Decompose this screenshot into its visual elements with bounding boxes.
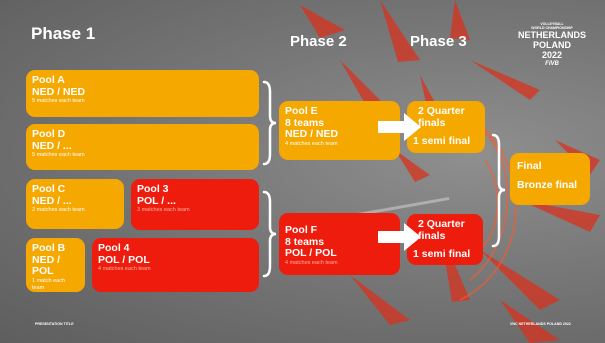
lower-quarter-line2: finals [418,229,446,242]
pool-d-teams: NED / ... [32,139,72,152]
logo-country1: NETHERLANDS [517,30,586,40]
pool-e-size: 8 teams [285,116,325,129]
pool-b-teams-line1: NED / [32,253,61,266]
brace-phase3-final [491,133,506,248]
pool-e-matches: 4 matches each team [285,140,338,147]
logo-event-line1: VOLLEYBALL [540,22,564,26]
pool-f-teams: POL / POL [285,247,337,259]
championship-logo: VOLLEYBALL WORLD CHAMPIONSHIP NETHERLAND… [512,22,592,69]
pool-3-title: Pool 3 [137,183,169,195]
phase1-heading: Phase 1 [31,24,96,43]
pool-c-title: Pool C [32,183,66,195]
upper-quarter-line2: finals [418,116,446,129]
bronze-final-label: Bronze final [517,178,578,191]
pool-a-matches: 5 matches each team [32,98,85,104]
brace-pool-c-b [262,190,277,278]
logo-country2: POLAND [533,40,571,50]
quarter-finals-lower-card: 2 Quarter finals 1 semi final [407,214,483,265]
pool-f-size: 8 teams [285,235,325,248]
pool-c-card: Pool C NED / ... 2 matches each team [26,179,124,229]
pool-a-card: Pool A NED / NED 5 matches each team [26,70,259,117]
pool-d-card: Pool D NED / ... 5 matches each team [26,124,259,170]
logo-event-line2: WORLD CHAMPIONSHIP [531,26,573,30]
pool-d-matches: 5 matches each team [32,152,85,158]
brace-pool-a-d [262,80,277,166]
phase3-heading: Phase 3 [410,33,467,50]
pool-b-title: Pool B [32,242,66,254]
phase2-heading: Phase 2 [290,33,347,50]
pool-b-matches-line2: team [32,284,45,291]
pool-e-title: Pool E [285,105,318,117]
pool-a-title: Pool A [32,74,65,86]
arrow-right-icon [378,113,421,141]
pool-b-matches-line1: 1 match each [32,277,66,284]
pool-e-teams: NED / NED [285,128,339,140]
logo-year: 2022 [541,50,563,60]
finals-card: Final Bronze final [510,153,590,205]
pool-3-matches: 3 matches each team [137,207,190,213]
lower-semi-final: 1 semi final [413,248,471,260]
pool-b-teams-line2: POL [32,265,54,277]
fivb-logo: FIVB [545,61,559,67]
pool-c-matches: 2 matches each team [32,207,85,213]
arrow-right-icon [378,223,421,251]
pool-c-teams: NED / ... [32,194,72,207]
pool-3-teams: POL / ... [137,194,176,207]
pool-f-title: Pool F [285,224,318,236]
pool-4-matches: 4 matches each team [98,266,151,272]
pool-a-teams: NED / NED [32,85,86,98]
pool-4-teams: POL / POL [98,253,150,266]
pool-b-card: Pool B NED / POL 1 match each team [26,238,85,292]
pool-3-card: Pool 3 POL / ... 3 matches each team [131,179,259,230]
upper-semi-final: 1 semi final [413,135,471,147]
pool-d-title: Pool D [32,128,66,140]
upper-quarter-line1: 2 Quarter [418,105,465,117]
final-label: Final [517,160,542,172]
pool-f-card: Pool F 8 teams POL / POL 4 matches each … [279,213,400,275]
pool-4-title: Pool 4 [98,242,130,254]
footer-right: VNC NETHERLANDS POLAND 2022 [510,322,571,326]
pool-f-matches: 4 matches each team [285,259,338,266]
footer-left: PRESENTATION TITLE [35,322,74,326]
lower-quarter-line1: 2 Quarter [418,218,465,230]
pool-4-card: Pool 4 POL / POL 4 matches each team [92,238,259,292]
